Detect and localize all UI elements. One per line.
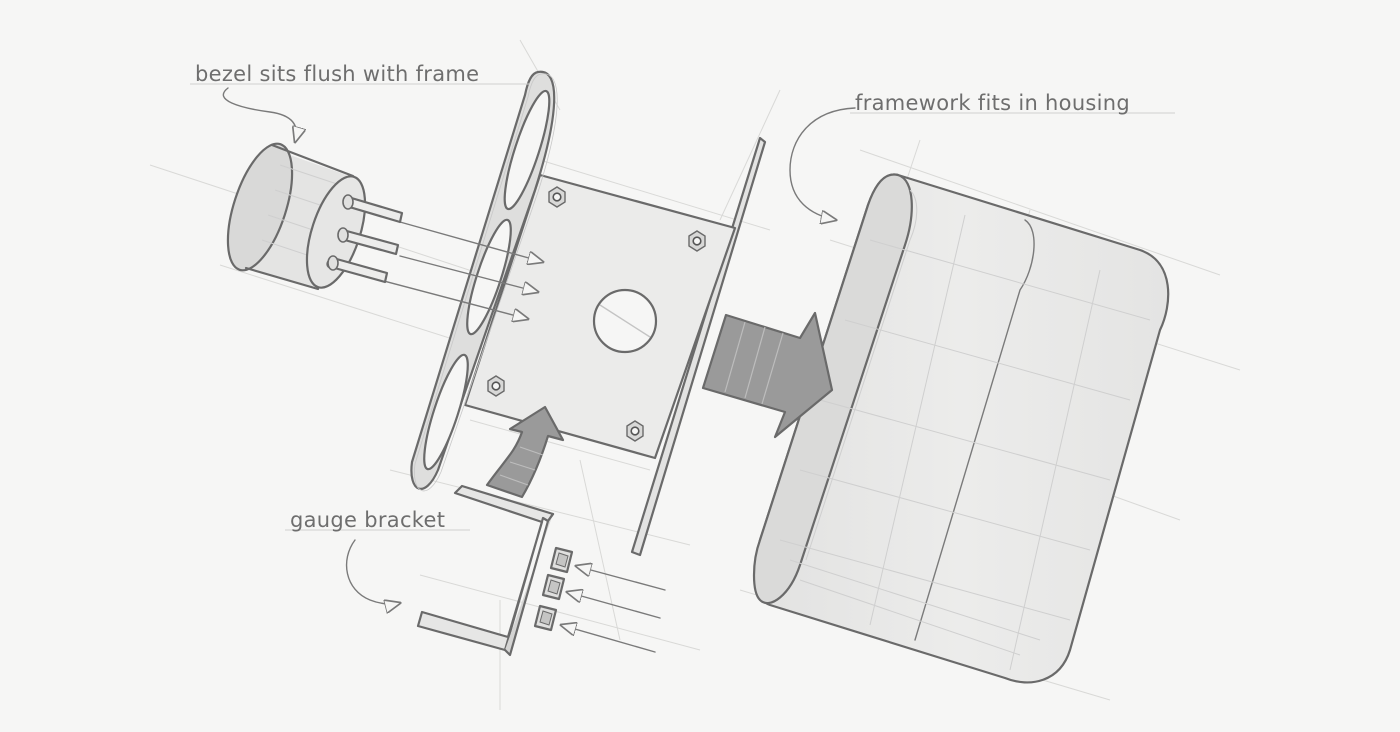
bezel-frame bbox=[410, 70, 558, 492]
rear-plate bbox=[630, 136, 767, 557]
housing-drum bbox=[752, 173, 1170, 684]
label-leaders bbox=[222, 87, 856, 604]
gauge-bracket bbox=[416, 484, 574, 657]
label-underlines bbox=[190, 83, 1175, 531]
terminal-arrows bbox=[561, 566, 666, 653]
framework-plate bbox=[463, 173, 737, 460]
insert-arrow bbox=[701, 311, 834, 439]
screw-heads bbox=[487, 186, 706, 442]
pin-arrows bbox=[379, 221, 543, 319]
framework-label: framework fits in housing bbox=[855, 91, 1130, 115]
bezel-label: bezel sits flush with frame bbox=[195, 62, 479, 86]
bezel-cylinder bbox=[226, 142, 367, 291]
bracket-terminals bbox=[533, 546, 574, 632]
bracket-insert-arrow bbox=[485, 405, 565, 499]
gauge-bracket-label: gauge bracket bbox=[290, 508, 445, 532]
connector-pins bbox=[327, 194, 404, 284]
